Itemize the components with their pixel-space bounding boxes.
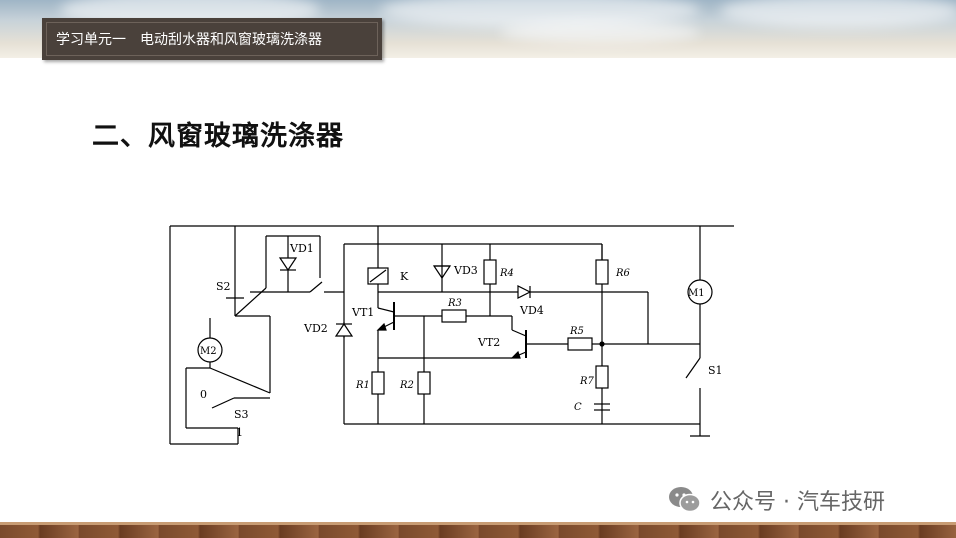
vd1-label: VD1	[289, 242, 314, 255]
r1-label: R1	[355, 380, 370, 391]
s3-pos1-label: 1	[236, 426, 243, 439]
r2-label: R2	[399, 380, 414, 391]
r6-label: R6	[615, 268, 631, 279]
vt2-label: VT2	[477, 336, 500, 349]
m1-label: M1	[688, 288, 705, 299]
header-background	[0, 0, 956, 58]
footer-floor	[0, 522, 956, 538]
washer-circuit-diagram: VD1 S2 VD2 K VD3 R4 R6 M1 M2 VT1 R3 VD4 …	[169, 225, 734, 445]
capacitor-label: C	[574, 402, 582, 413]
vt1-label: VT1	[351, 306, 374, 319]
r3-label: R3	[447, 298, 462, 309]
unit-title-bar: 学习单元一 电动刮水器和风窗玻璃洗涤器	[42, 18, 382, 60]
slide-heading: 二、风窗玻璃洗涤器	[92, 121, 344, 152]
m2-label: M2	[200, 346, 217, 357]
r7-label: R7	[579, 376, 595, 387]
vd3-label: VD3	[453, 264, 478, 277]
vd4-label: VD4	[519, 304, 544, 317]
r5-label: R5	[569, 326, 584, 337]
wechat-icon	[669, 487, 701, 513]
r4-label: R4	[499, 268, 514, 279]
relay-k-label: K	[400, 270, 409, 283]
s1-label: S1	[708, 364, 723, 377]
s3-pos0-label: 0	[200, 388, 207, 401]
s3-label: S3	[234, 408, 249, 421]
s2-label: S2	[216, 280, 231, 293]
vd2-label: VD2	[303, 322, 328, 335]
watermark: 公众号 · 汽车技研	[668, 484, 885, 516]
watermark-text: 公众号 · 汽车技研	[710, 490, 885, 515]
unit-title: 学习单元一 电动刮水器和风窗玻璃洗涤器	[56, 32, 322, 48]
